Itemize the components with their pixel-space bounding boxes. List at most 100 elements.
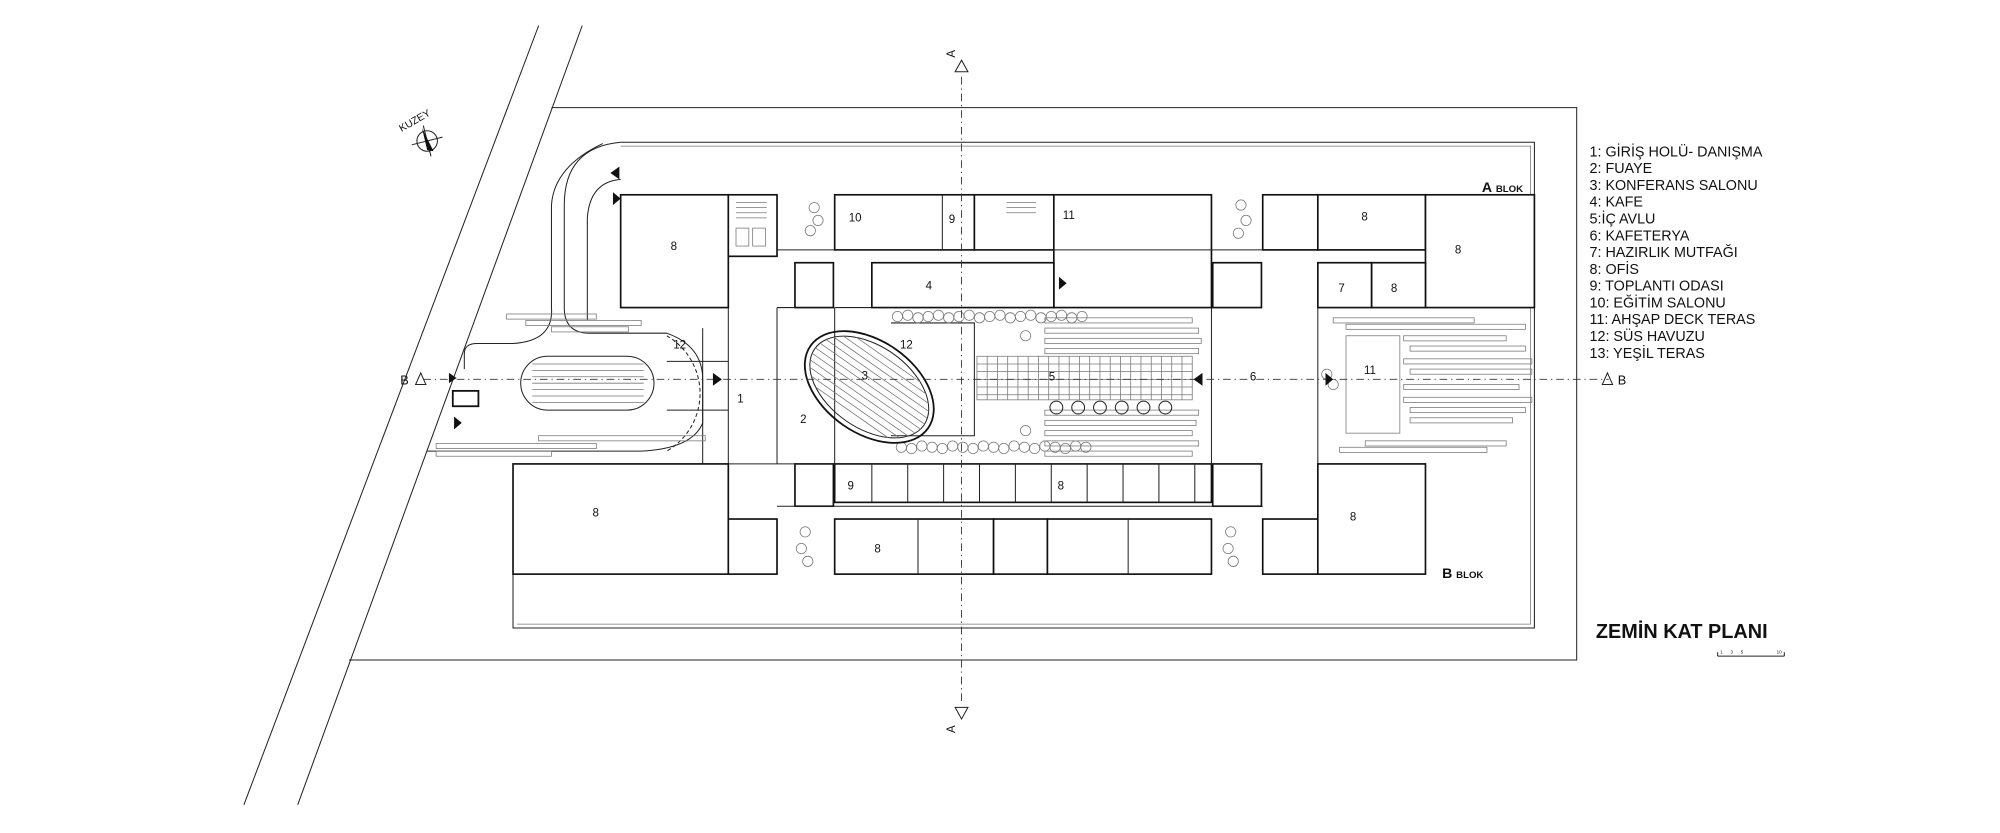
- terrace-strip: [1339, 446, 1488, 453]
- scale-label: 1: [1720, 650, 1723, 655]
- terrace-strip: [1044, 317, 1193, 324]
- room-label: 12: [673, 340, 686, 352]
- seat-row: [811, 352, 921, 430]
- tree-icon: [947, 440, 959, 452]
- terrace-strip: [525, 320, 642, 326]
- tree-icon: [1227, 555, 1239, 567]
- tree-icon: [902, 309, 914, 321]
- kitchen-room: [1316, 261, 1373, 309]
- tree-icon: [922, 311, 934, 323]
- terrace-strip: [1403, 396, 1533, 403]
- entrance-kiosk: [451, 389, 480, 408]
- legend-item: 2: FUAYE: [1590, 161, 1653, 177]
- tree-icon: [1014, 311, 1027, 323]
- legend-item: 4: KAFE: [1590, 195, 1643, 211]
- tree-icon: [943, 312, 955, 324]
- legend-item: 9: TOPLANTI ODASI: [1590, 279, 1724, 295]
- room-label: 8: [1361, 211, 1367, 223]
- tree-icon: [1235, 199, 1247, 211]
- section-marker-a-bottom: A: [946, 725, 958, 733]
- tree-icon: [967, 443, 979, 455]
- legend-item: 6: KAFETERYA: [1590, 228, 1690, 244]
- tree-icon: [912, 312, 924, 324]
- office-room: [833, 518, 995, 575]
- tree-icon: [1020, 425, 1032, 437]
- terrace-strip: [435, 443, 597, 449]
- room-label: 7: [1338, 283, 1344, 295]
- office-room: [1370, 261, 1427, 309]
- office-room: [1424, 193, 1536, 309]
- tree-icon: [984, 311, 996, 323]
- room-label: 8: [671, 241, 677, 253]
- room-label: 12: [900, 340, 913, 352]
- stair-core: [1261, 518, 1319, 575]
- legend-item: 11: AHŞAP DECK TERAS: [1590, 312, 1756, 328]
- legend-item: 1: GİRİŞ HOLÜ- DANIŞMA: [1590, 142, 1763, 160]
- room-label: 8: [1350, 511, 1356, 523]
- wc-core: [794, 261, 835, 309]
- site-boundary: [348, 107, 1578, 661]
- terrace-strip: [1409, 417, 1513, 424]
- seat-row: [856, 337, 921, 383]
- terrace-strip: [1044, 440, 1200, 447]
- terrace-strip: [1403, 384, 1520, 390]
- legend-item: 12: SÜS HAVUZU: [1590, 327, 1705, 345]
- meeting-rooms-row: [833, 463, 1213, 504]
- tree-icon: [963, 309, 975, 321]
- tree-icon: [804, 225, 816, 237]
- legend-item: 13: YEŞİL TERAS: [1590, 344, 1705, 362]
- room-label: 3: [862, 370, 868, 382]
- seat-icon: [1093, 400, 1107, 415]
- deck-terrace: [1345, 335, 1401, 434]
- terrace-strip: [1409, 368, 1533, 375]
- seat-row: [825, 339, 929, 412]
- scale-bar: 1 3 5 10: [1717, 650, 1785, 657]
- room-label: 5: [1049, 372, 1055, 384]
- terrace-strip: [1345, 323, 1526, 330]
- stair-core: [973, 193, 1055, 251]
- tree-icon: [1045, 311, 1057, 323]
- tree-icon: [988, 441, 1000, 453]
- north-arrow-icon: [411, 125, 443, 157]
- tree-icon: [998, 443, 1010, 455]
- tree-icon: [926, 441, 938, 453]
- tree-icon: [936, 443, 948, 455]
- office-room: [512, 463, 730, 575]
- deck-terrace-room: [1052, 193, 1213, 309]
- seat-icon: [1158, 400, 1173, 415]
- tree-icon: [1004, 312, 1016, 324]
- plan-title: ZEMİN KAT PLANI: [1596, 620, 1768, 643]
- room-label: 8: [1391, 283, 1397, 295]
- section-marker-b-right: B: [1618, 372, 1627, 387]
- terrace-strip: [1044, 409, 1200, 416]
- section-marker-b-left: B: [400, 372, 409, 387]
- room-label: 2: [800, 414, 806, 426]
- tree-icon: [977, 440, 989, 452]
- seat-row: [843, 335, 927, 395]
- pond-oval: [520, 355, 655, 411]
- tree-icon: [808, 202, 820, 214]
- stair-core: [1261, 193, 1319, 251]
- seat-icon: [1114, 400, 1129, 415]
- section-marker-a-top: A: [946, 50, 958, 58]
- terrace-strip: [1044, 337, 1202, 344]
- terrace-strip: [1044, 327, 1200, 334]
- legend-item: 8: OFİS: [1590, 260, 1639, 278]
- seat-icon: [1049, 400, 1064, 415]
- tree-icon: [973, 312, 986, 324]
- cafe-room: [871, 261, 1055, 309]
- inner-boundary: [512, 141, 1535, 629]
- terrace-strip: [551, 326, 629, 333]
- room-label: 9: [949, 214, 955, 226]
- tree-icon: [891, 311, 903, 323]
- tree-icon: [994, 309, 1006, 321]
- tree-icon: [916, 440, 928, 452]
- room-label: 6: [1250, 372, 1256, 384]
- legend-item: 5:İÇ AVLU: [1590, 210, 1656, 228]
- seat-row: [811, 375, 900, 439]
- legend-item: 10: EĞİTİM SALONU: [1590, 293, 1726, 311]
